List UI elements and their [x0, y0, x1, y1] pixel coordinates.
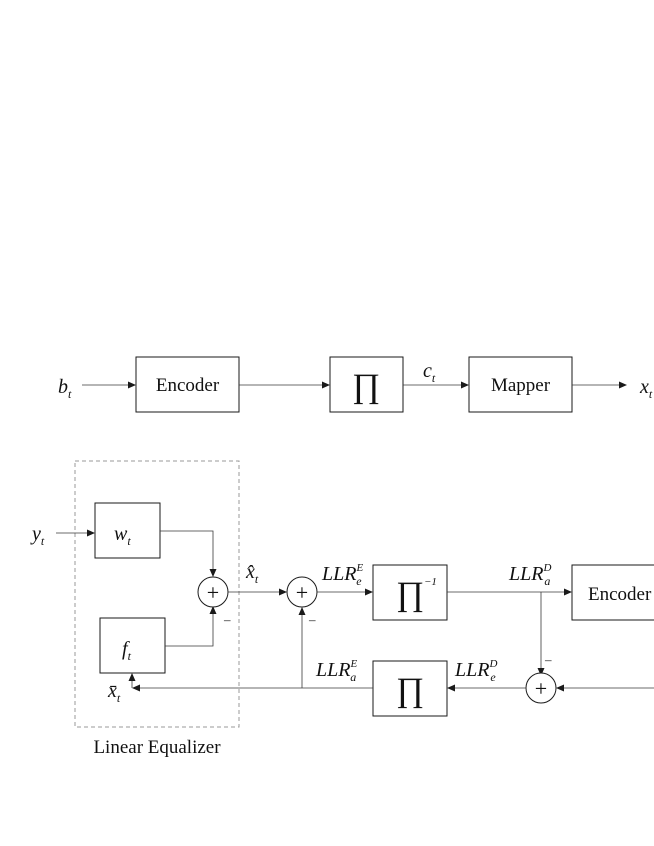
rx-interleaver-symbol: ∏ — [396, 672, 424, 709]
xhat-label: x̂t — [245, 561, 259, 586]
mapper-block — [468, 356, 573, 413]
linear-equalizer: yt wt ft + – x̄t Linear Equalizer — [30, 460, 240, 758]
llr-e-d-arrow — [447, 684, 455, 692]
f-to-summer-arrow — [209, 606, 217, 614]
feedforward-filter-block — [94, 502, 161, 559]
encoder-to-interleaver-arrow — [322, 381, 330, 389]
w-to-summer-arrow — [209, 569, 217, 577]
llr-a-e-arrow — [132, 684, 140, 692]
llr-a-d-arrow — [564, 588, 572, 596]
feedback-filter-block — [99, 617, 166, 674]
tx-input-label: bt — [58, 376, 72, 401]
rx-input-arrow — [87, 529, 95, 537]
rx-input-label: yt — [30, 523, 45, 548]
encoder-block — [135, 356, 240, 413]
mapper-label: Mapper — [491, 375, 551, 396]
xbar-label: x̄t — [107, 680, 121, 705]
tx-input-arrow — [128, 381, 136, 389]
f-to-summer-wire — [165, 613, 214, 647]
equalizer-summer-plus: + — [207, 580, 219, 605]
decoder-summer-plus: + — [535, 676, 547, 701]
feedforward-filter-label: wt — [114, 523, 131, 548]
rx-interleaver-block — [372, 660, 448, 717]
tx-interleaver-block — [329, 356, 404, 413]
extrinsic-summer-plus: + — [296, 580, 308, 605]
tx-interleaver-symbol: ∏ — [352, 368, 380, 405]
equalizer-caption: Linear Equalizer — [93, 737, 221, 758]
xhat-arrow — [279, 588, 287, 596]
encoder-label: Encoder — [156, 375, 220, 396]
decoder-label: Encoder — [588, 584, 652, 605]
w-to-summer-wire — [160, 530, 214, 570]
equalizer-boundary — [74, 460, 240, 728]
decoder-block — [571, 564, 654, 621]
tx-output-label: xt — [639, 376, 653, 401]
interleaver-to-mapper-arrow — [461, 381, 469, 389]
prior-tap-arrow — [537, 668, 545, 676]
mapper-output-arrow — [619, 381, 627, 389]
feedback-filter-label: ft — [122, 638, 132, 663]
decoder-summer-minus: – — [544, 652, 552, 667]
coded-bits-label: ct — [423, 360, 436, 385]
decoder-feedback-arrow — [556, 684, 564, 692]
extrinsic-summer-minus: – — [308, 612, 316, 627]
equalizer-summer-minus: – — [223, 612, 231, 627]
deinterleaver-block — [372, 564, 448, 621]
prior-subtract-arrow — [298, 607, 306, 615]
llr-e-e-arrow — [365, 588, 373, 596]
transmitter-chain: bt Encoder ∏ ct Mapper xt — [58, 356, 653, 413]
deinterleaver-symbol: ∏−1 — [396, 576, 437, 613]
xbar-to-f-arrow — [128, 673, 136, 681]
